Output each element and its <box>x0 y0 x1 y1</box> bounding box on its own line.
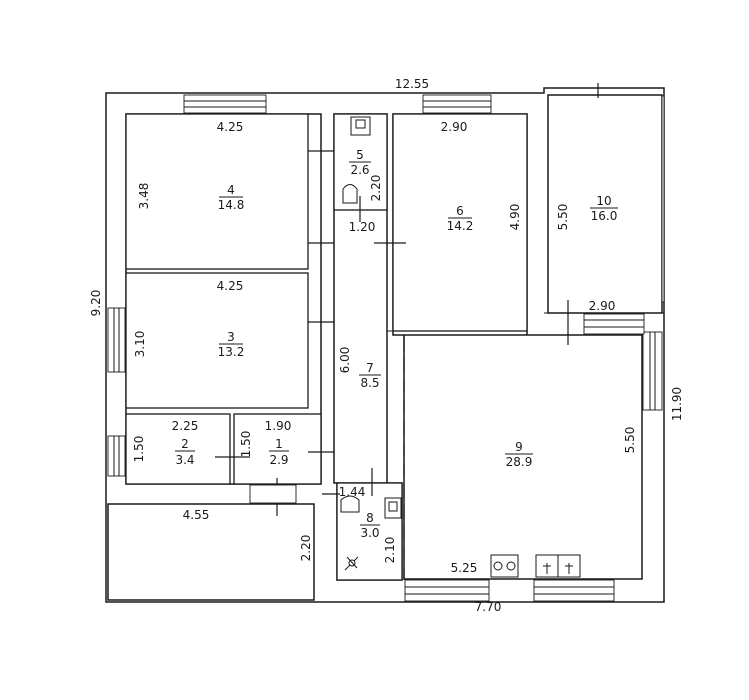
room-9-label: 9 28.9 <box>505 440 533 469</box>
room-2-label: 2 3.4 <box>175 437 195 467</box>
window-room-2 <box>107 435 126 477</box>
room-area: 3.0 <box>360 526 379 540</box>
dim-terrace-right: 2.20 <box>299 535 313 562</box>
window-room-10 <box>661 95 665 303</box>
room-area: 14.2 <box>447 219 474 233</box>
room-number: 10 <box>596 194 611 208</box>
dim-overall-right: 11.90 <box>670 387 684 421</box>
room-number: 8 <box>366 511 374 525</box>
fixtures <box>340 116 581 578</box>
room-area: 16.0 <box>591 209 618 223</box>
room-area: 13.2 <box>218 345 245 359</box>
window-room-9-bottom-right <box>533 579 615 602</box>
room-4-label: 4 14.8 <box>218 183 245 212</box>
dim-room-1-top: 1.90 <box>265 419 292 433</box>
stove-icon <box>490 554 519 578</box>
dim-room-8-top: 1.44 <box>339 485 366 499</box>
room-area: 8.5 <box>360 376 379 390</box>
shower-tray-icon <box>342 184 358 204</box>
room-number: 7 <box>366 361 374 375</box>
window-room-9-right <box>642 331 663 411</box>
room-10-label: 10 16.0 <box>590 194 618 223</box>
room-labels: 4 14.8 3 13.2 2 3.4 1 2.9 5 2.6 6 14.2 <box>175 148 618 540</box>
room-3-outline <box>125 272 309 409</box>
room-number: 4 <box>227 183 235 197</box>
room-5-label: 5 2.6 <box>349 148 371 177</box>
dim-room-10-left: 5.50 <box>556 204 570 231</box>
dim-room-10-bottom: 2.90 <box>589 299 616 313</box>
dim-room-2-top: 2.25 <box>172 419 199 433</box>
room-area: 14.8 <box>218 198 245 212</box>
room-1-label: 1 2.9 <box>269 437 289 467</box>
dim-room-5-bottom: 1.20 <box>349 220 376 234</box>
dim-room-9-bottom: 5.25 <box>451 561 478 575</box>
room-number: 6 <box>456 204 464 218</box>
room-3-label: 3 13.2 <box>218 330 245 359</box>
windows <box>107 94 665 602</box>
window-room-4 <box>183 94 267 114</box>
boiler-icon <box>344 556 359 571</box>
dim-room-9-right: 5.50 <box>623 427 637 454</box>
room-area: 2.6 <box>350 163 369 177</box>
room-4-outline <box>125 113 309 270</box>
window-room-9-top <box>583 313 645 335</box>
room-area: 3.4 <box>175 453 194 467</box>
dim-room-7-left: 6.00 <box>338 347 352 374</box>
room-6-label: 6 14.2 <box>447 204 474 233</box>
dim-overall-left: 9.20 <box>89 290 103 317</box>
room-number: 1 <box>275 437 283 451</box>
bath-icon <box>340 495 360 513</box>
room-number: 9 <box>515 440 523 454</box>
sink-icon <box>535 554 581 578</box>
room-number: 3 <box>227 330 235 344</box>
terrace-door <box>249 484 297 504</box>
room-area: 2.9 <box>269 453 288 467</box>
dim-room-8-right: 2.10 <box>383 537 397 564</box>
window-room-6 <box>422 94 492 114</box>
room-6-outline <box>392 113 528 332</box>
dim-room-6-right: 4.90 <box>508 204 522 231</box>
room-2-outline <box>125 413 231 485</box>
dim-room-1-left: 1.50 <box>239 431 253 458</box>
room-area: 28.9 <box>506 455 533 469</box>
dim-room-3-left: 3.10 <box>133 331 147 358</box>
dim-overall-bottom: 7.70 <box>475 600 502 614</box>
room-number: 5 <box>356 148 364 162</box>
dim-room-4-left: 3.48 <box>137 183 151 210</box>
dim-overall-top: 12.55 <box>395 77 429 91</box>
window-room-3 <box>107 307 126 373</box>
dim-room-4-top: 4.25 <box>217 120 244 134</box>
dim-room-3-top: 4.25 <box>217 279 244 293</box>
room-7-label: 7 8.5 <box>359 361 381 390</box>
room-number: 2 <box>181 437 189 451</box>
dim-room-5-right: 2.20 <box>369 175 383 202</box>
dim-room-6-top: 2.90 <box>441 120 468 134</box>
window-room-9-bottom-left <box>404 579 490 602</box>
room-8-label: 8 3.0 <box>360 511 380 540</box>
walls <box>105 87 665 603</box>
dimension-labels: 12.55 9.20 11.90 7.70 4.25 3.48 4.25 3.1… <box>89 77 684 614</box>
dim-terrace-top: 4.55 <box>183 508 210 522</box>
dim-room-2-left: 1.50 <box>132 436 146 463</box>
door-openings <box>215 83 599 580</box>
